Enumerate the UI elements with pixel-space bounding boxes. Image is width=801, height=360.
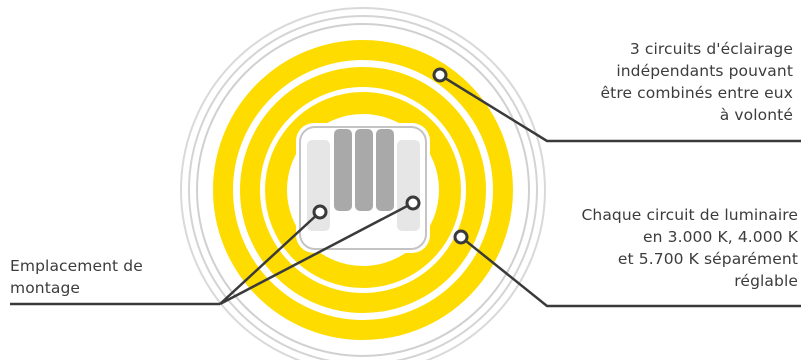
leader-line-mounting-left bbox=[219, 211, 321, 305]
callout-circuits-line-1: 3 circuits d'éclairage bbox=[629, 40, 793, 58]
yellow-ring-middle bbox=[240, 67, 486, 313]
callout-circuits: 3 circuits d'éclairage indépendants pouv… bbox=[601, 38, 794, 126]
leader-line-temperature bbox=[460, 236, 801, 308]
yellow-ring-outer bbox=[213, 40, 513, 340]
callout-temperature-line-2: en 3.000 K, 4.000 K bbox=[643, 228, 798, 246]
outer-ring-gray-2 bbox=[188, 15, 538, 360]
callout-temperature-line-4: réglable bbox=[734, 272, 798, 290]
callout-circuits-line-2: indépendants pouvant bbox=[616, 62, 793, 80]
callout-circuits-line-3: être combinés entre eux bbox=[600, 84, 793, 102]
callout-temperature-line-1: Chaque circuit de luminaire bbox=[581, 206, 798, 224]
callout-dot-temperature bbox=[453, 229, 469, 245]
callout-dot-mounting-right bbox=[405, 195, 421, 211]
callout-temperature: Chaque circuit de luminaire en 3.000 K, … bbox=[581, 204, 798, 292]
center-bar-1 bbox=[334, 129, 352, 211]
callout-mounting-line-2: montage bbox=[10, 279, 81, 297]
center-bar-2 bbox=[355, 129, 373, 211]
yellow-ring-inner bbox=[265, 92, 461, 288]
callout-mounting-line-1: Emplacement de bbox=[10, 257, 143, 275]
side-bar-right bbox=[397, 140, 420, 231]
outer-ring-gray-1 bbox=[196, 23, 530, 357]
leader-line-mounting-right bbox=[219, 201, 414, 306]
callout-dot-mounting-left bbox=[312, 204, 328, 220]
leader-line-circuits bbox=[439, 73, 801, 143]
center-bar-3 bbox=[376, 129, 394, 211]
callout-circuits-line-4: à volonté bbox=[719, 106, 793, 124]
callout-dot-circuits bbox=[432, 67, 448, 83]
callout-temperature-line-3: et 5.700 K séparément bbox=[617, 250, 798, 268]
callout-mounting: Emplacement de montage bbox=[10, 255, 143, 299]
outer-ring-gray-3 bbox=[180, 7, 546, 360]
